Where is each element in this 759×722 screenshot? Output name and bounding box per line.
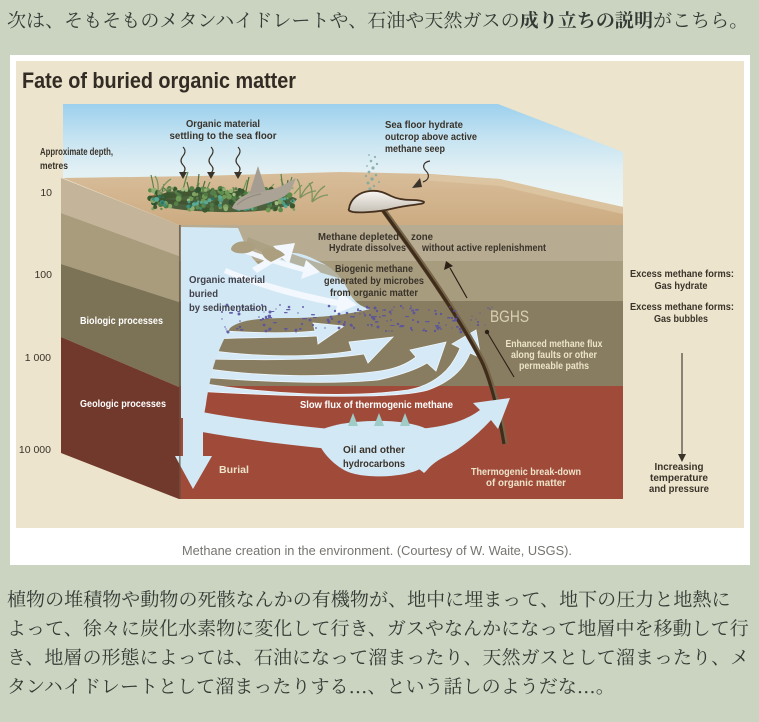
svg-text:10 000: 10 000 xyxy=(19,444,51,456)
svg-text:Increasing: Increasing xyxy=(655,462,704,473)
svg-text:Gas bubbles: Gas bubbles xyxy=(654,314,708,325)
svg-text:Oil and other: Oil and other xyxy=(343,445,405,456)
svg-text:outcrop above active: outcrop above active xyxy=(385,132,478,143)
svg-text:Organic material: Organic material xyxy=(186,119,260,130)
svg-text:Excess methane forms:: Excess methane forms: xyxy=(630,302,734,313)
svg-text:generated by microbes: generated by microbes xyxy=(324,276,424,287)
svg-text:Methane depleted: Methane depleted xyxy=(318,232,399,243)
svg-text:Organic material: Organic material xyxy=(189,275,265,286)
svg-text:Biologic processes: Biologic processes xyxy=(80,316,163,327)
svg-text:temperature: temperature xyxy=(650,473,709,484)
svg-text:Fate of buried organic matter: Fate of buried organic matter xyxy=(22,68,296,93)
svg-text:Hydrate dissolves: Hydrate dissolves xyxy=(329,243,406,254)
svg-text:BGHS: BGHS xyxy=(490,308,529,326)
svg-text:Enhanced methane flux: Enhanced methane flux xyxy=(506,339,604,350)
svg-text:and pressure: and pressure xyxy=(649,484,710,495)
svg-text:100: 100 xyxy=(34,269,52,281)
svg-text:by sedimentation: by sedimentation xyxy=(189,303,267,314)
svg-text:from organic matter: from organic matter xyxy=(330,288,418,299)
svg-text:buried: buried xyxy=(189,289,218,300)
svg-text:of organic matter: of organic matter xyxy=(486,478,566,489)
svg-text:Burial: Burial xyxy=(219,464,249,476)
svg-text:Approximate depth,: Approximate depth, xyxy=(40,147,113,158)
svg-text:along faults or other: along faults or other xyxy=(511,350,597,361)
svg-text:metres: metres xyxy=(40,161,68,172)
svg-text:without active replenishment: without active replenishment xyxy=(421,243,547,254)
svg-text:10: 10 xyxy=(40,187,52,199)
svg-text:Gas hydrate: Gas hydrate xyxy=(655,281,709,292)
svg-text:Thermogenic break-down: Thermogenic break-down xyxy=(471,467,581,478)
svg-text:Slow flux of thermogenic metha: Slow flux of thermogenic methane xyxy=(300,400,454,411)
svg-text:hydrocarbons: hydrocarbons xyxy=(343,459,405,470)
svg-text:Sea floor hydrate: Sea floor hydrate xyxy=(385,120,464,131)
svg-text:1 000: 1 000 xyxy=(25,352,51,364)
svg-text:permeable paths: permeable paths xyxy=(519,361,589,372)
svg-text:Geologic processes: Geologic processes xyxy=(80,399,166,410)
svg-text:Biogenic methane: Biogenic methane xyxy=(335,264,414,275)
svg-text:Excess methane forms:: Excess methane forms: xyxy=(630,269,734,280)
svg-text:zone: zone xyxy=(411,232,434,243)
svg-text:settling to the sea floor: settling to the sea floor xyxy=(170,131,277,142)
svg-text:methane seep: methane seep xyxy=(385,144,445,155)
